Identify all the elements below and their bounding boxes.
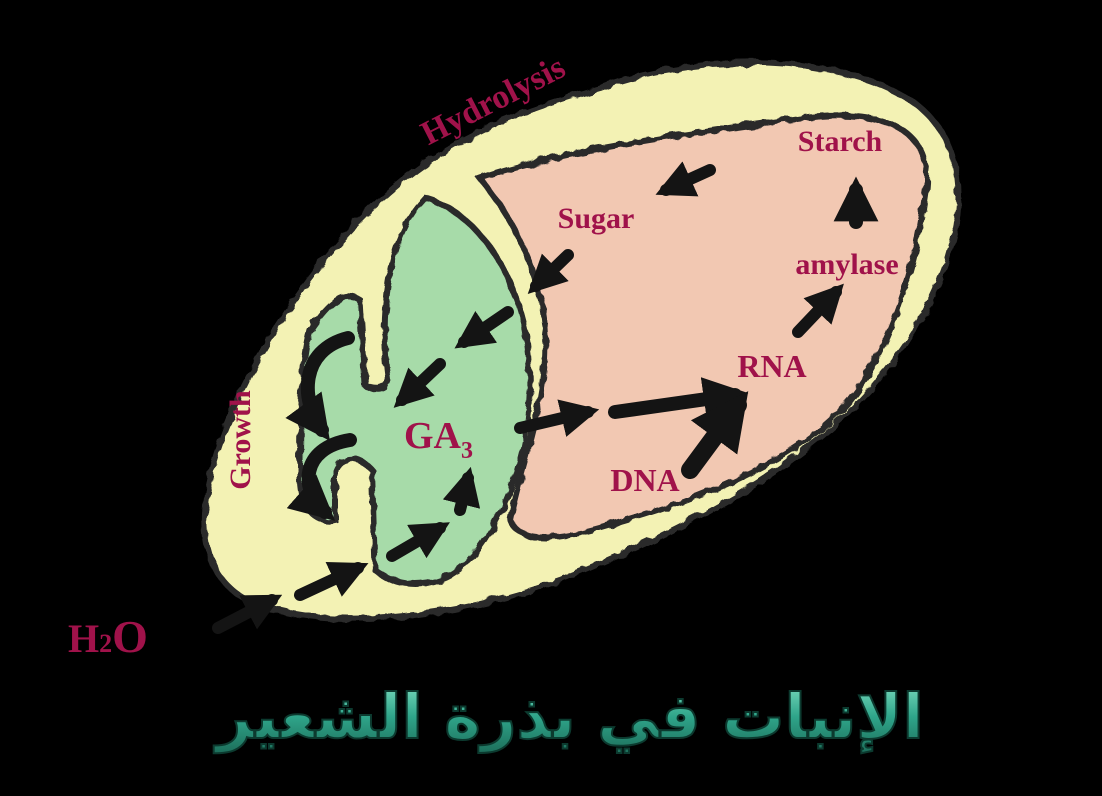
label-ga3-main: GA — [404, 415, 462, 457]
label-dna: DNA — [610, 462, 679, 498]
label-sugar: Sugar — [558, 202, 635, 235]
label-ga3-subscript: 3 — [461, 438, 473, 464]
label-water-h: H — [68, 616, 99, 661]
label-amylase: amylase — [795, 248, 898, 281]
label-rna: RNA — [737, 348, 806, 384]
label-starch: Starch — [798, 125, 883, 158]
label-water-o: O — [112, 611, 148, 662]
label-water-subscript: 2 — [99, 629, 112, 658]
arrow-to-ga — [460, 478, 468, 510]
caption-arabic: الإنبات في بذرة الشعير — [213, 680, 924, 753]
label-growth: Growth — [224, 390, 257, 490]
